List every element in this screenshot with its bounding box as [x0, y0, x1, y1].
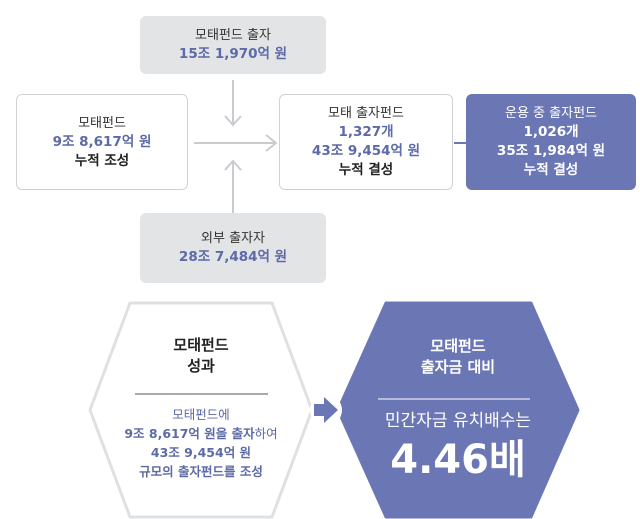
multiplier-title-line1: 모태펀드	[430, 337, 486, 355]
desc-line2: 9조 8,617억 원을 출자하여	[100, 424, 302, 443]
arrow-right-head	[265, 134, 278, 152]
center-box-count: 1,327개	[338, 124, 394, 140]
desc-line3: 43조 9,454억 원	[150, 445, 252, 460]
desc-line1: 모태펀드에	[172, 407, 230, 422]
right-box-label: 운용 중 출자펀드	[505, 106, 597, 121]
desc-line2-rest: 하여	[254, 426, 278, 441]
external-investor-box: 외부 출자자 28조 7,484억 원	[140, 213, 326, 283]
performance-title: 모태펀드 성과	[110, 335, 292, 377]
bottom-box-label: 외부 출자자	[201, 231, 265, 246]
left-box-label: 모태펀드	[78, 115, 126, 131]
bottom-box-value: 28조 7,484억 원	[178, 249, 288, 265]
left-box-value: 9조 8,617억 원	[52, 133, 152, 150]
top-box-value: 15조 1,970억 원	[178, 46, 288, 62]
right-box-count: 1,026개	[523, 124, 579, 140]
desc-line4: 규모의 출자펀드를 조성	[139, 464, 263, 479]
multiplier-subtitle: 민간자금 유치배수는	[384, 411, 532, 431]
active-fund-box: 운용 중 출자펀드 1,026개 35조 1,984억 원 누적 결성	[466, 94, 636, 190]
top-investment-box: 모태펀드 출자 15조 1,970억 원	[140, 16, 326, 74]
desc-line2-highlight: 9조 8,617억 원을 출자	[124, 426, 255, 441]
arrow-down-head	[224, 115, 242, 127]
multiplier-title-line2: 출자금 대비	[420, 358, 496, 376]
mother-fund-box: 모태펀드 9조 8,617억 원 누적 조성	[16, 94, 188, 190]
arrow-up-head	[224, 159, 242, 171]
left-box-note: 누적 조성	[74, 152, 130, 169]
center-box-label: 모태 출자펀드	[328, 106, 404, 121]
performance-title-line1: 모태펀드	[173, 336, 229, 354]
center-box-note: 누적 결성	[338, 162, 394, 178]
multiplier-title: 모태펀드 출자금 대비	[368, 336, 548, 378]
right-box-value: 35조 1,984억 원	[496, 143, 606, 159]
performance-description: 모태펀드에 9조 8,617억 원을 출자하여 43조 9,454억 원 규모의…	[100, 405, 302, 481]
performance-title-line2: 성과	[187, 357, 215, 375]
right-arrow-icon	[314, 397, 338, 423]
top-box-label: 모태펀드 출자	[195, 28, 271, 43]
funded-fund-box: 모태 출자펀드 1,327개 43조 9,454억 원 누적 결성	[279, 94, 453, 190]
multiplier-value: 4.46배	[390, 437, 526, 483]
performance-hexagon	[88, 301, 314, 519]
right-box-note: 누적 결성	[523, 162, 579, 178]
center-box-value: 43조 9,454억 원	[311, 143, 421, 159]
